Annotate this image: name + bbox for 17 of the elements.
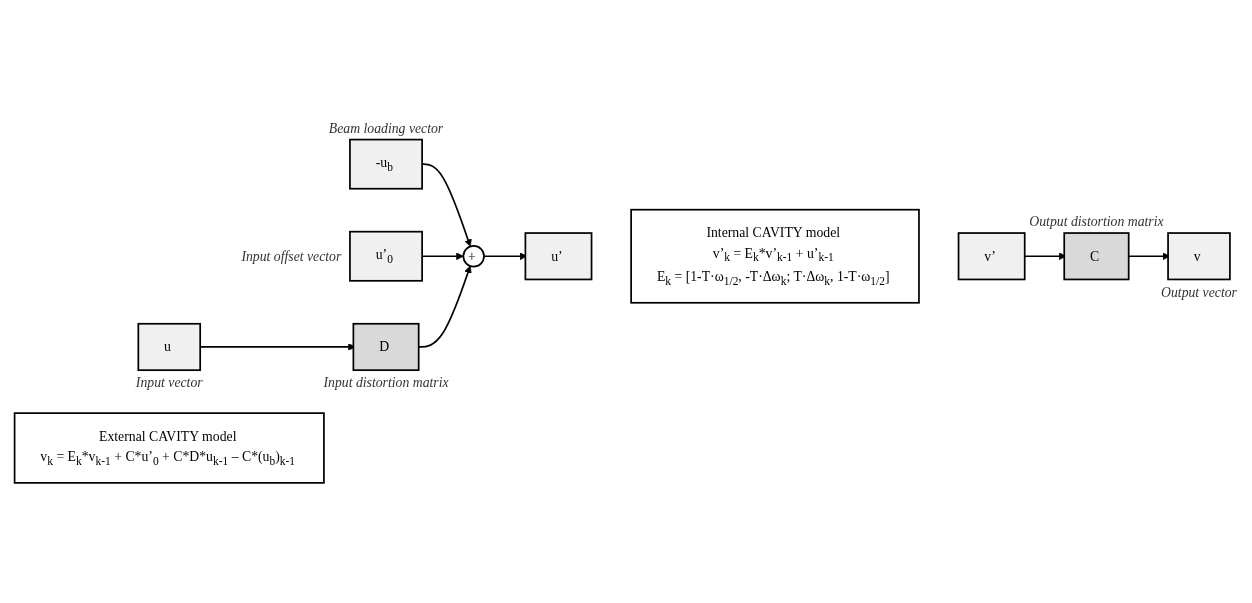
node-box: -u$_{b}$	[349, 138, 423, 190]
node-caption: Beam loading vector	[328, 120, 444, 136]
node-box: v	[1167, 232, 1231, 281]
node-circle: +	[462, 245, 485, 268]
node-box: u	[137, 322, 202, 372]
node-box: u’	[524, 232, 593, 281]
node-box: D	[352, 322, 420, 372]
node-caption: Output distortion matrix	[1029, 214, 1164, 230]
node-box: C	[1063, 232, 1130, 281]
node-box: v’	[957, 232, 1026, 281]
node-box: External CAVITY model v$_{k}$ = E$_{k}$*v$_{k-1}$ + C*u’$_{0}$ + C*D*u$_{k-1}$ – C*(u$_{b}$)$_{k-1}$	[13, 412, 325, 484]
node-box: u’$_{0}$	[349, 230, 423, 282]
node-caption: Input offset vector	[241, 248, 342, 264]
node-caption: Output vector	[1161, 284, 1237, 300]
node-box: Internal CAVITY model v’$_{k}$ = E$_{k}$*v’$_{k-1}$ + u’$_{k-1}$ E$_{k}$ = [1-T·ω$_{1/2}$, -T·Δω$_{k}$; T·Δω$_{k}$, 1-T·ω$_{1/2}$]	[630, 208, 920, 304]
node-caption: Input vector	[135, 375, 203, 391]
node-caption: Input distortion matrix	[323, 375, 449, 391]
